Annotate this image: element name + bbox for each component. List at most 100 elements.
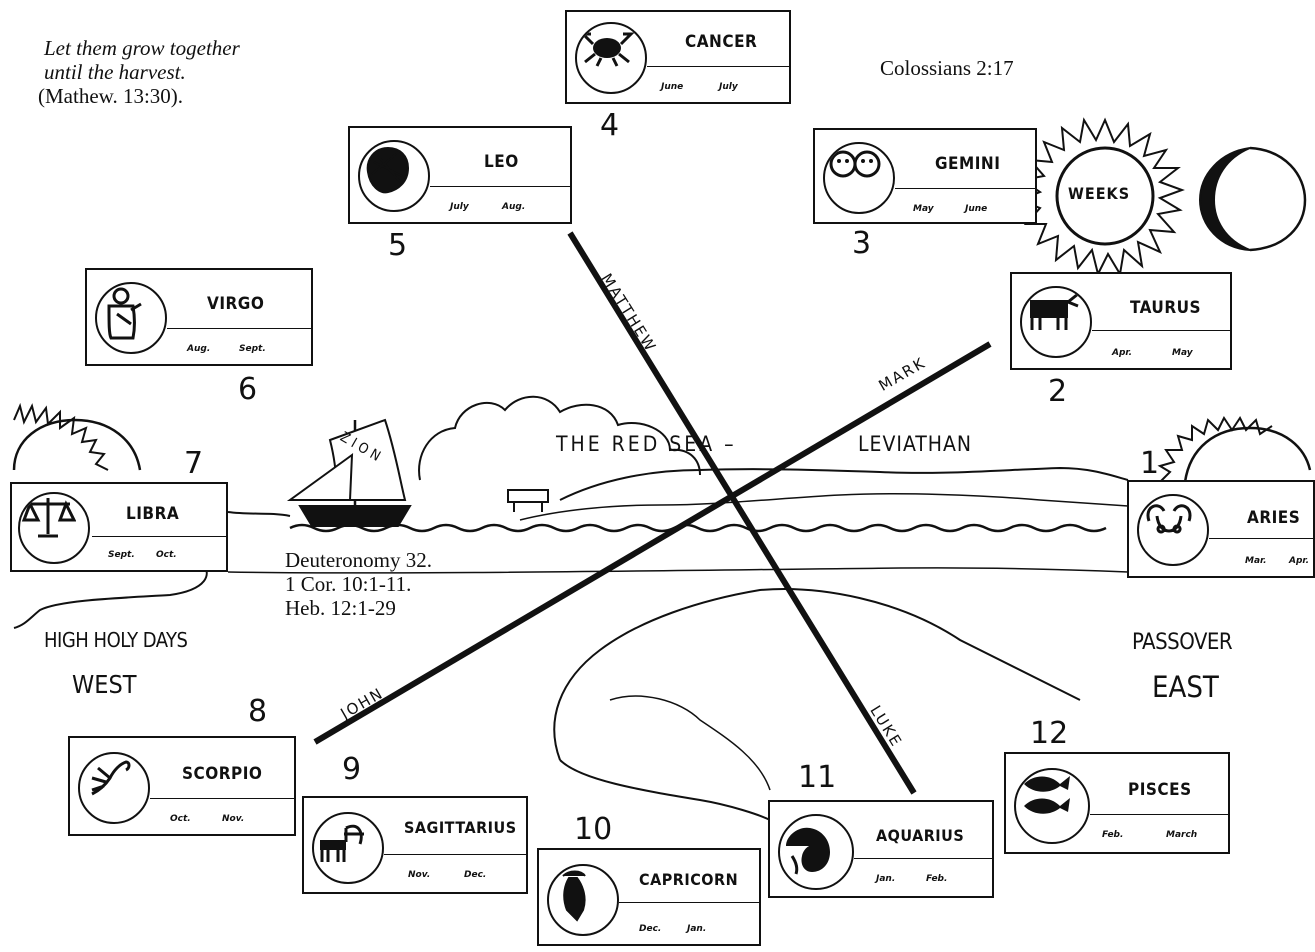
sign-number-10: 10 <box>574 812 613 847</box>
moon-icon <box>1198 147 1251 251</box>
sign-months-end: Jan. <box>687 924 707 934</box>
sign-months-end: Sept. <box>239 344 266 354</box>
sign-months-end: Apr. <box>1289 556 1309 566</box>
sign-name: CANCER <box>685 32 758 52</box>
sign-number-11: 11 <box>798 760 837 795</box>
sign-months-start: June <box>661 82 684 92</box>
sign-months-end: Oct. <box>156 550 177 560</box>
virgin-icon <box>95 282 167 354</box>
quote-line-1: Let them grow together <box>44 36 240 60</box>
matthew-luke-line <box>567 231 917 795</box>
reference-line-2: 1 Cor. 10:1-11. <box>285 572 412 596</box>
sign-virgo: VIRGO Aug. Sept. <box>85 268 313 366</box>
sign-sagittarius: SAGITTARIUS Nov. Dec. <box>302 796 528 894</box>
horizon-hills <box>559 466 1129 501</box>
high-holy-days-label: HIGH HOLY DAYS <box>44 628 188 652</box>
crab-icon <box>575 22 647 94</box>
water-bearer-icon <box>778 814 854 890</box>
lion-icon <box>358 140 430 212</box>
weeks-label: WEEKS <box>1068 184 1131 203</box>
sign-gemini: GEMINI May June <box>813 128 1037 224</box>
sea-floor-line <box>227 567 1129 574</box>
quote-reference: (Mathew. 13:30). <box>38 84 184 108</box>
harvest-quote: Let them grow together until the harvest… <box>38 36 240 108</box>
sign-name: SCORPIO <box>182 764 263 784</box>
colossians-reference: Colossians 2:17 <box>880 56 1014 80</box>
sea-waves <box>289 523 1107 533</box>
sign-name: VIRGO <box>207 294 265 314</box>
sign-months-start: Feb. <box>1102 830 1124 840</box>
ship-hull <box>298 505 412 527</box>
ship-jib <box>286 452 354 501</box>
quote-line-2: until the harvest. <box>44 60 186 84</box>
sign-number-5: 5 <box>388 228 408 263</box>
sign-months-end: Aug. <box>502 202 526 212</box>
scales-icon <box>18 492 90 564</box>
sign-capricorn: CAPRICORN Dec. Jan. <box>537 848 761 946</box>
sign-months-end: Feb. <box>926 874 948 884</box>
sign-months-start: Oct. <box>170 814 191 824</box>
leviathan-label: LEVIATHAN <box>858 432 973 456</box>
sign-number-8: 8 <box>248 694 268 729</box>
sign-name: SAGITTARIUS <box>404 818 517 837</box>
sign-number-4: 4 <box>600 108 620 143</box>
archer-icon <box>312 812 384 884</box>
cloud-outline <box>418 395 701 481</box>
west-sun <box>12 402 142 471</box>
reference-line-1: Deuteronomy 32. <box>285 548 432 572</box>
sign-number-3: 3 <box>852 226 872 261</box>
sign-months-end: March <box>1166 830 1198 840</box>
john-mark-line <box>313 341 992 745</box>
sign-name: GEMINI <box>935 154 1001 174</box>
sign-number-12: 12 <box>1030 716 1069 751</box>
sign-months-end: June <box>965 204 988 214</box>
reference-line-3: Heb. 12:1-29 <box>285 596 396 620</box>
sign-aquarius: AQUARIUS Jan. Feb. <box>768 800 994 898</box>
red-sea-title: THE RED SEA – <box>556 432 737 456</box>
sign-name: CAPRICORN <box>639 870 739 889</box>
sign-aries: ARIES Mar. Apr. <box>1127 480 1315 578</box>
sign-months-start: Jan. <box>876 874 896 884</box>
sign-months-start: May <box>913 204 934 214</box>
sign-number-6: 6 <box>238 372 258 407</box>
sign-name: AQUARIUS <box>876 826 965 845</box>
sign-months-start: Sept. <box>108 550 135 560</box>
sign-libra: LIBRA Sept. Oct. <box>10 482 228 572</box>
altar <box>507 489 549 503</box>
passover-label: PASSOVER <box>1132 630 1233 655</box>
sign-months-start: Nov. <box>408 870 431 880</box>
south-land-edge <box>559 759 771 821</box>
sign-months-end: Nov. <box>222 814 245 824</box>
east-label: EAST <box>1152 670 1219 704</box>
sign-taurus: TAURUS Apr. May <box>1010 272 1232 370</box>
east-sun <box>1157 416 1312 483</box>
sign-leo: LEO July Aug. <box>348 126 572 224</box>
goat-icon <box>547 864 619 936</box>
sign-months-end: Dec. <box>464 870 487 880</box>
west-shore <box>13 559 208 629</box>
sign-name: ARIES <box>1247 508 1301 528</box>
sign-scorpio: SCORPIO Oct. Nov. <box>68 736 296 836</box>
sign-pisces: PISCES Feb. March <box>1004 752 1230 854</box>
sign-months-start: Dec. <box>639 924 662 934</box>
twins-icon <box>823 142 895 214</box>
horizon-hills-2 <box>519 493 1129 521</box>
sign-months-start: Aug. <box>187 344 211 354</box>
sign-number-2: 2 <box>1048 374 1068 409</box>
sign-months-start: July <box>450 202 469 212</box>
bull-icon <box>1020 286 1092 358</box>
sign-cancer: CANCER June July <box>565 10 791 104</box>
sign-number-7: 7 <box>184 446 204 481</box>
sign-number-9: 9 <box>342 752 362 787</box>
sign-name: LEO <box>484 152 519 172</box>
sea-surface <box>227 511 291 517</box>
sign-months-start: Apr. <box>1112 348 1132 358</box>
west-label: WEST <box>72 670 137 699</box>
sign-name: LIBRA <box>126 504 180 524</box>
sign-name: TAURUS <box>1130 298 1202 318</box>
sign-months-end: May <box>1172 348 1193 358</box>
sign-number-1: 1 <box>1140 446 1160 481</box>
scorpion-icon <box>78 752 150 824</box>
